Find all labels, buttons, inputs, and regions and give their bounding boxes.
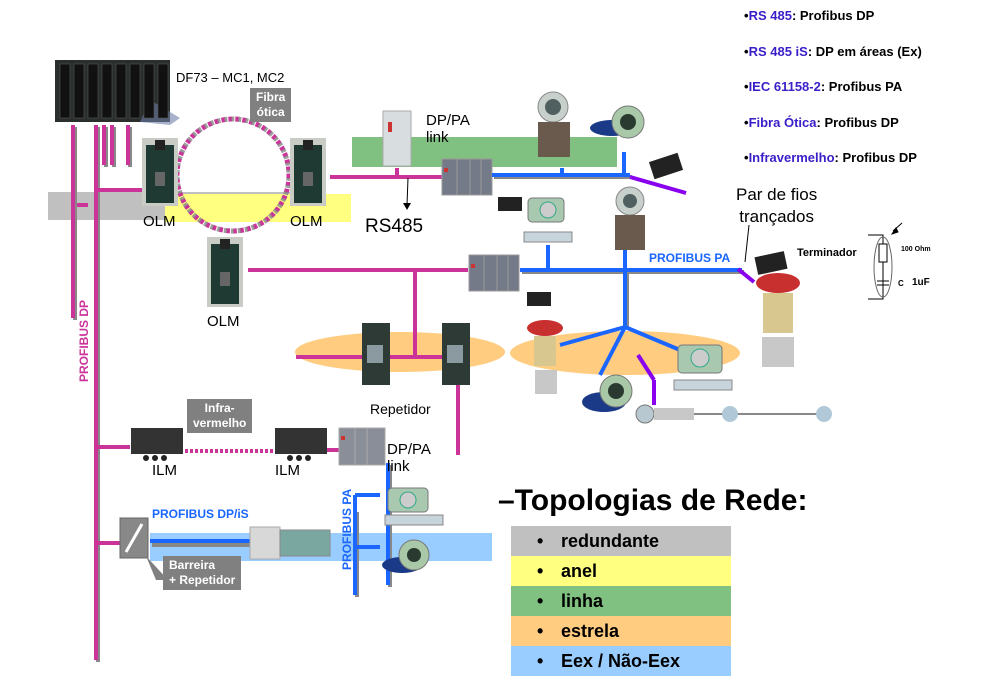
topology-ring: • anel bbox=[511, 556, 731, 586]
dppa-link-bottom[interactable] bbox=[338, 427, 386, 466]
terminator-label: Terminador bbox=[797, 247, 857, 259]
fiber-callout: Fibra ótica bbox=[250, 88, 292, 122]
topology-label: Eex / Não-Eex bbox=[561, 651, 681, 671]
barrier-callout: Barreira + Repetidor bbox=[163, 556, 242, 590]
topology-label: redundante bbox=[561, 531, 660, 551]
barrier-callout-line1: Barreira bbox=[169, 558, 216, 572]
bullet: • bbox=[537, 621, 544, 641]
repeater-left[interactable] bbox=[362, 323, 390, 385]
profibus-dpis-label: PROFIBUS DP/iS bbox=[152, 507, 249, 521]
barrier-repeater[interactable] bbox=[119, 517, 149, 559]
flowmeter-bottom[interactable] bbox=[384, 487, 444, 526]
control-valve-right[interactable] bbox=[756, 273, 800, 367]
topologies-title: –Topologias de Rede: bbox=[498, 484, 808, 517]
olm-device-left[interactable] bbox=[142, 138, 178, 206]
dppa-link-top-label: DP/PA link bbox=[426, 112, 470, 146]
controller-label: DF73 – MC1, MC2 bbox=[176, 70, 285, 85]
dppa-link-top[interactable] bbox=[441, 158, 493, 196]
legend-item: •RS 485 iS: DP em áreas (Ex) bbox=[744, 43, 922, 59]
infrared-callout-line2: vermelho bbox=[193, 416, 247, 430]
level-transmitter-lower[interactable] bbox=[382, 539, 430, 573]
topology-star: • estrela bbox=[511, 616, 731, 646]
bullet: • bbox=[537, 591, 544, 611]
topology-label: estrela bbox=[561, 621, 620, 641]
level-probe[interactable] bbox=[635, 404, 832, 424]
control-valve-left[interactable] bbox=[527, 320, 563, 394]
fiber-callout-line2: ótica bbox=[256, 105, 285, 119]
dppa-link-top-line2: link bbox=[426, 129, 449, 146]
bullet: • bbox=[537, 561, 544, 581]
ilm-left-label: ILM bbox=[152, 462, 178, 479]
terminator-c-label: C bbox=[898, 279, 904, 288]
legend-item: •Fibra Ótica: Profibus DP bbox=[744, 114, 899, 130]
topology-eex: • Eex / Não-Eex bbox=[511, 646, 731, 676]
topology-label: anel bbox=[561, 561, 598, 581]
legend-item: •Infravermelho: Profibus DP bbox=[744, 150, 917, 165]
profibus-pa-bus bbox=[150, 152, 742, 595]
terminator-resistance: 100 Ohm bbox=[901, 246, 931, 253]
dppa-link-middle[interactable] bbox=[468, 254, 520, 292]
barrier-callout-line2: + Repetidor bbox=[169, 573, 236, 587]
dppa-link-top-line1: DP/PA bbox=[426, 112, 470, 129]
dppa-link-bottom-line1: DP/PA bbox=[387, 441, 431, 458]
ilm-left[interactable] bbox=[131, 428, 183, 461]
dppa-link-bottom-label: DP/PA link bbox=[387, 441, 431, 475]
zone-star-left bbox=[295, 332, 505, 372]
bus-coupler-low[interactable] bbox=[527, 292, 551, 306]
bus-coupler-top[interactable] bbox=[648, 152, 684, 180]
profibus-dp-vertical-label: PROFIBUS DP bbox=[77, 299, 91, 382]
ilm-right-label: ILM bbox=[275, 462, 301, 479]
twisted-pair-line1: Par de fios bbox=[736, 185, 818, 204]
rs485-cabinet[interactable] bbox=[382, 110, 412, 177]
infrared-callout-line1: Infra- bbox=[204, 401, 235, 415]
profibus-pa-vertical-label: PROFIBUS PA bbox=[340, 488, 354, 570]
topology-line: • linha bbox=[511, 586, 731, 616]
level-transmitter-top[interactable] bbox=[590, 105, 645, 139]
profibus-pa-label: PROFIBUS PA bbox=[649, 251, 731, 265]
pressure-transmitter-mid[interactable] bbox=[615, 186, 645, 250]
fiber-callout-line1: Fibra bbox=[256, 90, 286, 104]
ilm-right[interactable] bbox=[275, 428, 327, 461]
bullet: • bbox=[537, 651, 544, 671]
spur-lines bbox=[629, 175, 756, 405]
pressure-transmitter-top[interactable] bbox=[537, 91, 570, 157]
bus-coupler-right[interactable] bbox=[754, 251, 788, 275]
flowmeter-right[interactable] bbox=[673, 344, 733, 391]
legend-item: •RS 485: Profibus DP bbox=[744, 8, 875, 23]
topology-label: linha bbox=[561, 591, 604, 611]
remote-io[interactable] bbox=[249, 526, 331, 560]
profibus-dp-bus bbox=[71, 125, 468, 660]
controller-rack[interactable] bbox=[55, 60, 180, 125]
bus-coupler-mid[interactable] bbox=[498, 197, 522, 211]
legend-item: •IEC 61158-2: Profibus PA bbox=[744, 79, 903, 94]
olm-left-label: OLM bbox=[143, 213, 176, 230]
rs485-arrow bbox=[406, 177, 409, 206]
bullet: • bbox=[537, 531, 544, 551]
olm-bottom-label: OLM bbox=[207, 313, 240, 330]
twisted-pair-label: Par de fios trançados bbox=[736, 184, 817, 228]
olm-device-right[interactable] bbox=[290, 138, 326, 206]
infrared-callout: Infra- vermelho bbox=[187, 399, 253, 433]
level-transmitter-bottom[interactable] bbox=[582, 374, 633, 412]
terminator-capacitance: 1uF bbox=[912, 277, 930, 288]
rs485-label: RS485 bbox=[365, 216, 424, 237]
dppa-link-bottom-line2: link bbox=[387, 458, 410, 475]
olm-right-label: OLM bbox=[290, 213, 323, 230]
flowmeter-top[interactable] bbox=[523, 197, 573, 243]
media-legend: •RS 485: Profibus DP •RS 485 iS: DP em á… bbox=[744, 8, 922, 186]
repeater-label: Repetidor bbox=[370, 401, 431, 417]
topology-redundant: • redundante bbox=[511, 526, 731, 556]
repeater-right[interactable] bbox=[442, 323, 470, 385]
olm-device-bottom[interactable] bbox=[207, 237, 243, 307]
twisted-pair-line2: trançados bbox=[739, 207, 814, 226]
terminator-symbol bbox=[868, 222, 903, 300]
